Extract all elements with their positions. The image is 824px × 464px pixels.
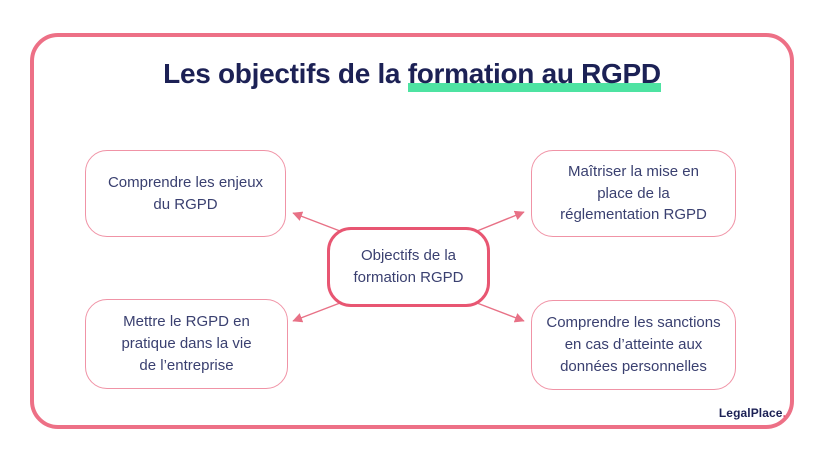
node-label: Comprendre les sanctions en cas d’attein…: [546, 314, 721, 375]
node-maitriser-mise-en-place: Maîtriser la mise en place de la régleme…: [531, 150, 736, 237]
node-comprendre-enjeux: Comprendre les enjeux du RGPD: [85, 150, 286, 237]
legalplace-logo: LegalPlace.: [719, 406, 786, 420]
title-text: Les objectifs de la: [163, 58, 408, 89]
node-label: Mettre le RGPD en pratique dans la vie d…: [121, 313, 252, 374]
node-label: Maîtriser la mise en place de la régleme…: [560, 162, 707, 224]
node-mettre-en-pratique: Mettre le RGPD en pratique dans la vie d…: [85, 299, 288, 389]
node-label: Comprendre les enjeux du RGPD: [107, 173, 264, 213]
legalplace-logo-dot: .: [782, 406, 786, 420]
node-center-objectifs: Objectifs de la formation RGPD: [327, 227, 490, 307]
page-title: Les objectifs de la formation au RGPD: [0, 56, 824, 92]
center-node-label: Objectifs de la formation RGPD: [353, 247, 464, 286]
title-highlight: formation au RGPD: [407, 58, 661, 92]
node-comprendre-sanctions: Comprendre les sanctions en cas d’attein…: [531, 300, 736, 390]
legalplace-logo-text: LegalPlace: [718, 406, 783, 420]
